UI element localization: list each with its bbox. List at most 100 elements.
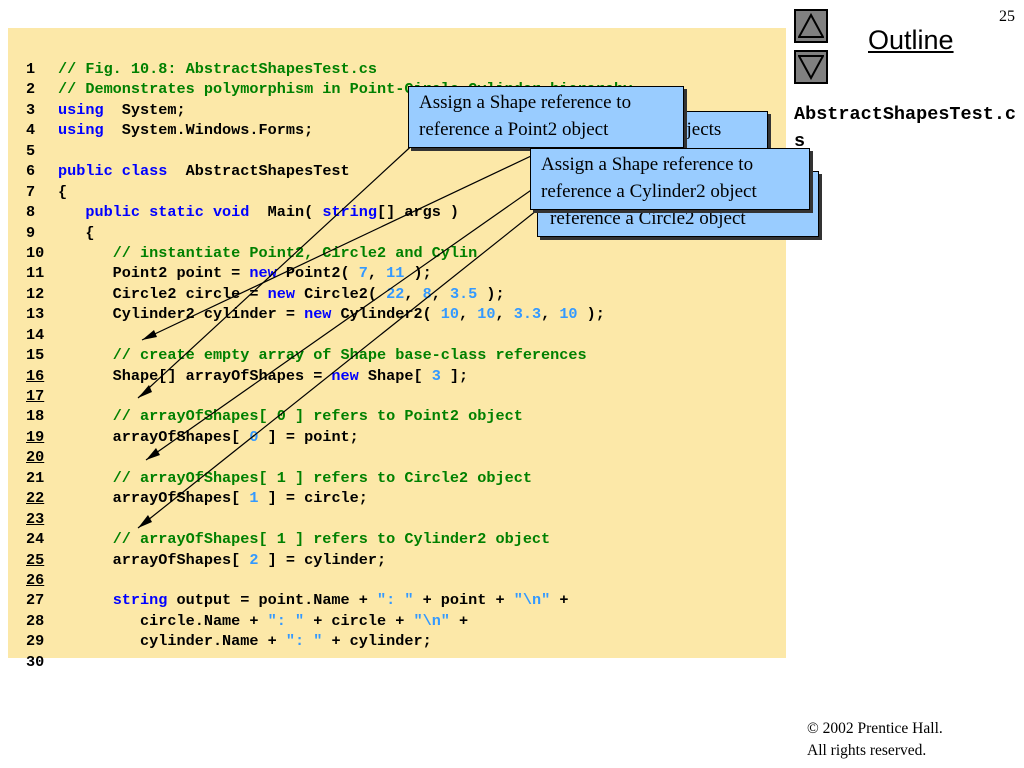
code-line: 21 // arrayOfShapes[ 1 ] refers to Circl… xyxy=(26,468,641,488)
code-token: ] = point; xyxy=(258,427,359,446)
line-number: 1 xyxy=(26,60,36,78)
code-line: 10 // instantiate Point2, Circle2 and Cy… xyxy=(26,243,641,263)
code-token: output = point.Name + xyxy=(167,591,377,610)
line-number: 3 xyxy=(26,100,36,119)
code-token: new xyxy=(331,366,359,385)
arrow-point2 xyxy=(137,139,419,399)
code-line: 29 cylinder.Name + ": " + cylinder; xyxy=(26,631,641,651)
triangle-down-icon xyxy=(798,55,824,80)
code-token: 3 xyxy=(431,366,441,385)
code-line: 5 xyxy=(26,141,641,161)
code-token: { xyxy=(58,223,95,242)
code-token: System.Windows.Forms; xyxy=(103,121,314,140)
code-line: 13 Cylinder2 cylinder = new Cylinder2( 1… xyxy=(26,304,641,324)
code-token: Main( xyxy=(249,203,323,222)
code-token: Circle2( xyxy=(294,284,387,303)
code-line: 24 // arrayOfShapes[ 1 ] refers to Cylin… xyxy=(26,529,641,549)
code-token: + cylinder; xyxy=(322,632,432,651)
code-line: 12 Circle2 circle = new Circle2( 22, 8, … xyxy=(26,284,641,304)
code-token: Shape[] arrayOfShapes = xyxy=(58,366,332,385)
line-number: 23 xyxy=(26,509,45,528)
line-number: 30 xyxy=(26,652,45,671)
code-token: ": " xyxy=(285,632,323,651)
line-number: 5 xyxy=(26,141,36,160)
code-token: 10 xyxy=(440,305,460,324)
code-token: 8 xyxy=(422,284,432,303)
code-token: , xyxy=(495,305,514,324)
code-line: 25 arrayOfShapes[ 2 ] = cylinder; xyxy=(26,550,641,570)
code-token: string xyxy=(112,591,168,610)
code-token: arrayOfShapes[ xyxy=(58,550,250,569)
code-token: // instantiate Point2, Circle2 and Cylin xyxy=(112,243,478,262)
code-token: , xyxy=(431,284,450,303)
code-token: ]; xyxy=(440,366,469,385)
callout-circle2-text: reference a Circle2 object xyxy=(550,208,746,229)
line-number: 12 xyxy=(26,284,45,303)
callout-point2-text: Assign a Shape reference to reference a … xyxy=(419,92,632,140)
code-token: 1 xyxy=(249,489,259,508)
line-number: 10 xyxy=(26,243,45,262)
code-line: 1// Fig. 10.8: AbstractShapesTest.cs xyxy=(26,59,641,79)
code-token: "\n" xyxy=(413,611,450,630)
code-token: , xyxy=(404,284,423,303)
code-token: 3.3 xyxy=(513,305,542,324)
code-line: 30 xyxy=(26,652,641,672)
code-token: using xyxy=(58,121,104,140)
code-token: , xyxy=(541,305,560,324)
code-token: ": " xyxy=(267,611,305,630)
outline-link[interactable]: Outline xyxy=(868,25,954,55)
code-token: Point2( xyxy=(276,264,359,283)
arrow-cylinder2 xyxy=(137,202,547,529)
code-token: Circle2 circle = xyxy=(58,284,268,303)
code-token: // arrayOfShapes[ 1 ] refers to Cylinder… xyxy=(112,530,551,549)
arrow-circle2 xyxy=(145,185,538,461)
line-number: 7 xyxy=(26,182,36,201)
code-token: { xyxy=(58,182,68,201)
next-slide-button[interactable] xyxy=(794,50,828,84)
file-name: AbstractShapesTest.cs xyxy=(794,104,1017,152)
code-token: , xyxy=(459,305,478,324)
code-token: 0 xyxy=(249,427,259,446)
previous-slide-button[interactable] xyxy=(794,9,828,43)
code-token: using xyxy=(58,100,104,119)
callout-cylinder2-text: Assign a Shape reference to reference a … xyxy=(541,154,757,202)
page-number: 25 xyxy=(999,8,1015,25)
code-token: [] args ) xyxy=(377,203,460,222)
code-token: System; xyxy=(103,100,186,119)
code-token: 2 xyxy=(249,550,259,569)
line-number: 29 xyxy=(26,632,45,651)
line-number: 19 xyxy=(26,427,45,446)
line-number: 22 xyxy=(26,489,45,508)
code-token: Point2 point = xyxy=(58,264,250,283)
line-number: 26 xyxy=(26,570,45,589)
code-token: // arrayOfShapes[ 1 ] refers to Circle2 … xyxy=(112,468,532,487)
code-line: 26 xyxy=(26,570,641,590)
line-number: 25 xyxy=(26,550,45,569)
code-token: public class xyxy=(58,162,168,181)
line-number: 13 xyxy=(26,305,45,324)
line-number: 28 xyxy=(26,611,45,630)
code-token: string xyxy=(322,203,378,222)
code-line: 18 // arrayOfShapes[ 0 ] refers to Point… xyxy=(26,406,641,426)
line-number: 14 xyxy=(26,325,45,344)
code-line: 23 xyxy=(26,509,641,529)
line-number: 9 xyxy=(26,223,36,242)
arrow-objects xyxy=(141,147,549,341)
code-token: new xyxy=(267,284,295,303)
code-token: , xyxy=(367,264,387,283)
code-token: + xyxy=(449,611,469,630)
code-token: + xyxy=(550,591,569,610)
code-token: // arrayOfShapes[ 0 ] refers to Point2 o… xyxy=(112,407,523,426)
code-line: 22 arrayOfShapes[ 1 ] = circle; xyxy=(26,488,641,508)
code-line: 19 arrayOfShapes[ 0 ] = point; xyxy=(26,427,641,447)
callout-cylinder2: Assign a Shape reference to reference a … xyxy=(530,148,810,210)
code-line: 17 xyxy=(26,386,641,406)
code-token: 3.5 xyxy=(449,284,478,303)
line-number: 2 xyxy=(26,80,36,99)
line-number: 18 xyxy=(26,407,45,426)
code-token: ); xyxy=(577,305,605,324)
code-line: 27 string output = point.Name + ": " + p… xyxy=(26,590,641,610)
